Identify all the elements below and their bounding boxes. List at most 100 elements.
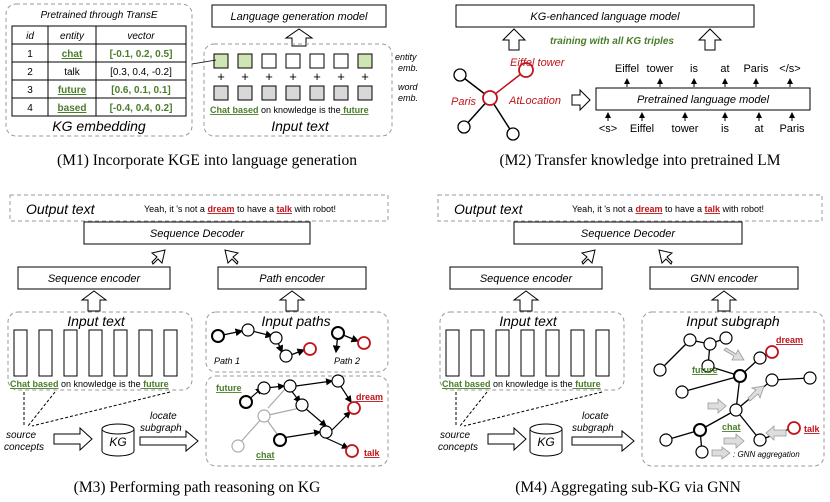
eiffel-tower-node: Eiffel tower: [510, 57, 566, 69]
token: future: [573, 379, 601, 389]
entity-emb-cell: [261, 53, 277, 69]
token: Chat: [442, 379, 462, 389]
talk-word: talk: [276, 204, 293, 214]
output-token: Paris: [743, 63, 769, 75]
encoder-to-decoder-arrow: [658, 249, 674, 265]
m2-caption: (M2) Transfer knowledge into pretrained …: [499, 152, 780, 169]
right-arrow: [53, 426, 93, 452]
atlocation-edge: AtLocation: [508, 95, 561, 107]
sequence-decoder-label: Sequence Decoder: [581, 228, 677, 240]
token: the: [126, 379, 141, 389]
sentence-part: to have a: [234, 204, 276, 214]
chat-node: chat: [256, 450, 275, 460]
future-node: future: [692, 365, 718, 375]
paths-graph: [211, 323, 371, 363]
path-encoder-box: [217, 266, 367, 290]
word-emb-cell: [357, 85, 373, 101]
up-arrow: [278, 290, 306, 312]
kg-enhanced-lm-box: [455, 4, 755, 28]
gnn-aggregation-label: : GNN aggregation: [733, 450, 800, 459]
m4-caption: (M4) Aggregating sub-KG via GNN: [515, 479, 741, 496]
sequence-encoder-label: Sequence encoder: [480, 273, 574, 285]
subgraph: [231, 374, 361, 458]
token: based: [462, 379, 491, 389]
sequence-encoder-label: Sequence encoder: [48, 273, 142, 285]
entity-emb-cell: [357, 53, 373, 69]
locate-label2: subgraph: [140, 423, 182, 434]
sequence-encoder-box: [17, 266, 171, 290]
word-emb-label: word: [398, 82, 419, 92]
output-token: Eiffel: [615, 63, 639, 75]
up-arrow: [284, 28, 314, 47]
source-link: [31, 391, 171, 427]
table-cell-entity: chat: [62, 49, 83, 60]
right-arrow: [139, 429, 199, 453]
output-text-label: Output text: [26, 201, 96, 217]
kg-embedding-label: KG embedding: [52, 118, 146, 134]
entity-emb-label: entity: [395, 52, 417, 62]
sentence-part: Yeah, it 's not a: [144, 204, 207, 214]
sequence-decoder-label: Sequence Decoder: [150, 228, 246, 240]
token-column: [495, 329, 510, 377]
token: the: [326, 105, 341, 115]
input-subgraph-label: Input subgraph: [686, 313, 780, 329]
table-cell-entity: talk: [64, 67, 81, 78]
token-row: Chat based on knowledge is the future: [10, 379, 169, 389]
input-subgraph-box: [641, 311, 825, 467]
table-header-vector: vector: [127, 31, 155, 42]
right-arrow: [571, 429, 635, 453]
entity-emb-cell: [309, 53, 325, 69]
token-column: [570, 329, 585, 377]
source-concepts-label: source: [440, 430, 470, 441]
plus-sign: +: [217, 69, 225, 84]
token: knowledge: [503, 379, 549, 389]
source-link: [463, 391, 603, 427]
output-text-label: Output text: [454, 201, 524, 217]
token-column: [38, 329, 53, 377]
m2-kg-graph: [453, 62, 534, 141]
entity-emb-label2: emb.: [398, 63, 418, 73]
language-generation-model-label: Language generation model: [230, 11, 368, 23]
table-cell-entity: based: [58, 103, 87, 114]
table-cell-vector: [-0.1, 0.2, 0.5]: [110, 49, 173, 60]
future-node: future: [216, 383, 242, 393]
token-column: [520, 329, 535, 377]
table-header-id: id: [26, 31, 34, 42]
up-arrow-left: [501, 28, 527, 51]
input-paths-label: Input paths: [261, 313, 330, 329]
token-column: [13, 329, 28, 377]
m1-caption: (M1) Incorporate KGE into language gener…: [57, 152, 357, 169]
token: knowledge: [271, 105, 317, 115]
output-sentence: Yeah, it 's not a dream to have a talk w…: [144, 204, 336, 214]
sentence-part: Yeah, it 's not a: [572, 204, 635, 214]
plus-sign: +: [313, 69, 321, 84]
table-cell-id: 1: [27, 49, 33, 60]
entity-emb-cell: [333, 53, 349, 69]
token: is: [317, 105, 327, 115]
talk-node: talk: [804, 424, 821, 434]
entity-emb-cell: [285, 53, 301, 69]
table-title: Pretrained through TransE: [40, 10, 157, 21]
token: based: [30, 379, 59, 389]
source-concepts-label: source: [6, 430, 36, 441]
input-token: Paris: [779, 123, 805, 135]
training-label: training with all KG triples: [550, 36, 674, 47]
dream-word: dream: [635, 204, 662, 214]
gnn-encoder-box: [649, 266, 799, 290]
pretrained-lm-label: Pretrained language model: [637, 94, 770, 106]
token-column: [445, 329, 460, 377]
paris-node: Paris: [451, 96, 477, 108]
token-column: [595, 329, 610, 377]
input-paths-box: [205, 311, 389, 373]
kg-embedding-box: [5, 3, 193, 137]
encoder-to-decoder-arrow: [580, 249, 596, 265]
input-token: tower: [672, 123, 699, 135]
token-row: Chat based on knowledge is the future: [210, 105, 369, 115]
m4-panel: Output text Yeah, it 's not a dream to h…: [437, 194, 825, 496]
locate-label2: subgraph: [572, 423, 614, 434]
source-link: [27, 391, 56, 427]
m3-caption: (M3) Performing path reasoning on KG: [74, 479, 321, 496]
input-token: is: [721, 123, 729, 135]
word-emb-cell: [213, 85, 229, 101]
m2-panel: KG-enhanced language model training with…: [451, 4, 811, 169]
